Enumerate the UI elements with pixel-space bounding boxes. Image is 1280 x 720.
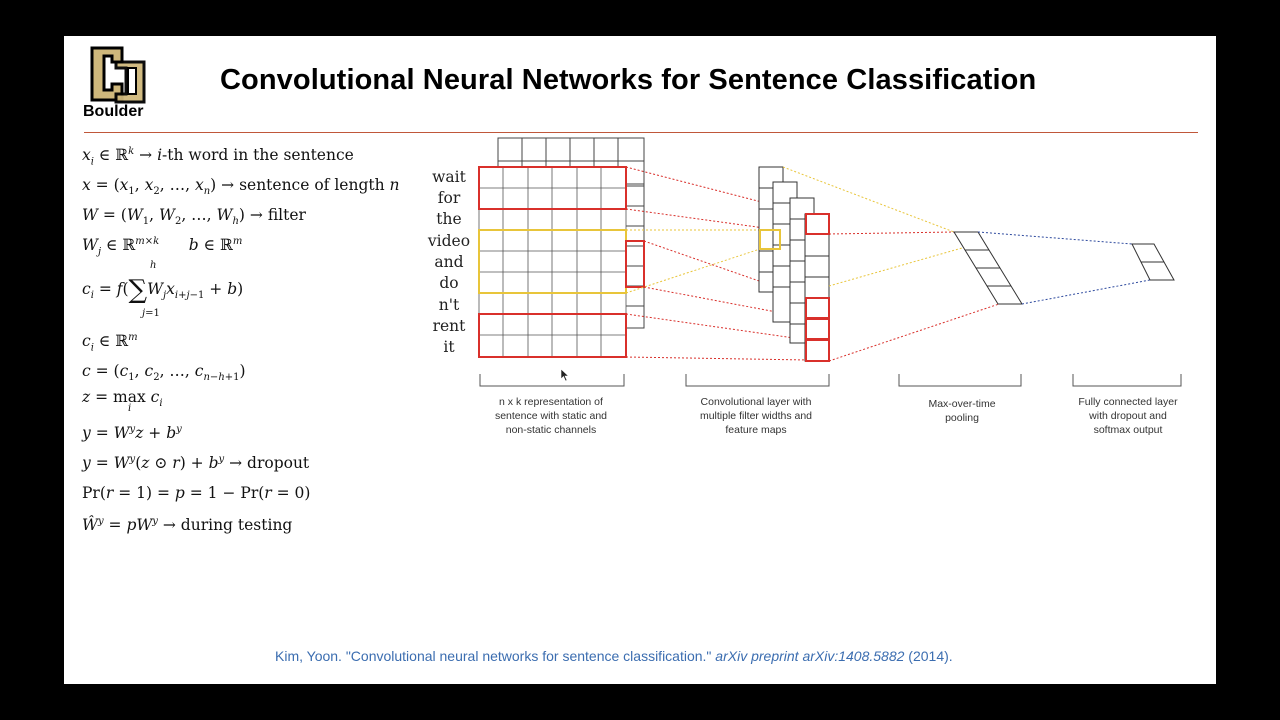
equation-c-dims: ci ∈ ℝm [82,332,138,354]
word-label: it [443,338,455,356]
caption-line: pooling [945,412,979,424]
word-label: for [438,189,461,207]
logo-text: Boulder [83,103,144,120]
caption-input: n x k representation of sentence with st… [495,396,607,436]
equation-probability: Pr(r = 1) = p = 1 − Pr(r = 0) [82,484,311,502]
conv-feature-maps [758,166,830,362]
equation-testing-text: during testing [180,516,293,535]
word-label: rent [433,317,467,335]
caption-line: n x k representation of [499,396,603,408]
cnn-architecture-diagram: wait for the video and do n't rent it [427,137,1182,436]
caption-line: softmax output [1094,424,1163,436]
filter-window-red-bottom [478,313,627,358]
input-matrix-front [478,166,627,358]
citation-year: (2014). [908,648,953,664]
equation-dropout: y = Wy(z ⊙ r) + by → dropout [82,454,310,473]
caption-line: sentence with static and [495,410,607,422]
word-label: the [436,210,461,228]
caption-line: multiple filter widths and [700,410,812,422]
equation-dropout-text: dropout [247,454,310,473]
equation-filter-dims: Wj ∈ ℝm×k b ∈ ℝm [82,236,243,258]
caption-line: feature maps [725,424,786,436]
title-divider [84,132,1198,133]
equation-sentence: x = (x1, x2, …, xn) → sentence of length… [82,176,400,198]
equation-word-vector: xi ∈ ℝk → i-th word in the sentence [82,146,354,168]
caption-line: Max-over-time [928,398,995,410]
caption-line: non-static channels [506,424,596,436]
equation-testing: Ŵy = pWy → during testing [82,516,293,535]
word-label: video [427,232,470,250]
equation-conv: ci = f(∑Wjxi+j−1 + b) [82,275,244,305]
filter-window-red-top [478,166,627,210]
filter-window-red-back [625,240,645,288]
caption-fc: Fully connected layer with dropout and s… [1078,396,1178,436]
mouse-cursor-icon [560,368,570,382]
equation-filter: W = (W1, W2, …, Wh) → filter [82,206,306,228]
conv-cell-yellow [759,229,781,250]
word-label: do [439,274,458,292]
equation-c-vector: c = (c1, c2, …, cn−h+1) [82,362,246,384]
connection-lines-fc [977,231,1151,305]
slide-title: Convolutional Neural Networks for Senten… [220,64,1037,96]
equation-max-pool: z = max ci [82,388,163,410]
slide: Boulder Convolutional Neural Networks fo… [64,36,1216,684]
citation: Kim, Yoon. "Convolutional neural network… [275,648,953,664]
equation-word-vector-text: -th word in the sentence [162,146,354,165]
pooling-vector [953,231,1023,305]
conv-cell-red-top [805,213,830,235]
sum-upper-limit: h [150,260,157,271]
caption-line: Convolutional layer with [701,396,812,408]
equation-sentence-text: sentence of length [239,176,385,194]
equation-filter-text: filter [267,206,306,224]
word-labels: wait for the video and do n't rent it [427,168,470,356]
caption-brackets [479,374,1182,387]
max-subscript: i [128,403,132,414]
word-label: n't [439,296,460,314]
caption-line: with dropout and [1088,410,1167,422]
conv-cell-red-bottom [805,339,830,362]
word-label: wait [432,168,466,186]
sum-lower-limit: j=1 [142,308,160,319]
caption-pool: Max-over-time pooling [928,398,995,424]
word-label: and [434,253,463,271]
citation-authors: Kim, Yoon. "Convolutional neural network… [275,648,712,664]
equation-output: y = Wyz + by [82,424,182,443]
fc-output [1131,243,1175,281]
cu-logo-icon [90,46,146,104]
citation-venue: arXiv preprint arXiv:1408.5882 [715,648,905,664]
connection-lines-pool [782,166,1000,362]
caption-line: Fully connected layer [1078,396,1178,408]
caption-conv: Convolutional layer with multiple filter… [700,396,812,436]
